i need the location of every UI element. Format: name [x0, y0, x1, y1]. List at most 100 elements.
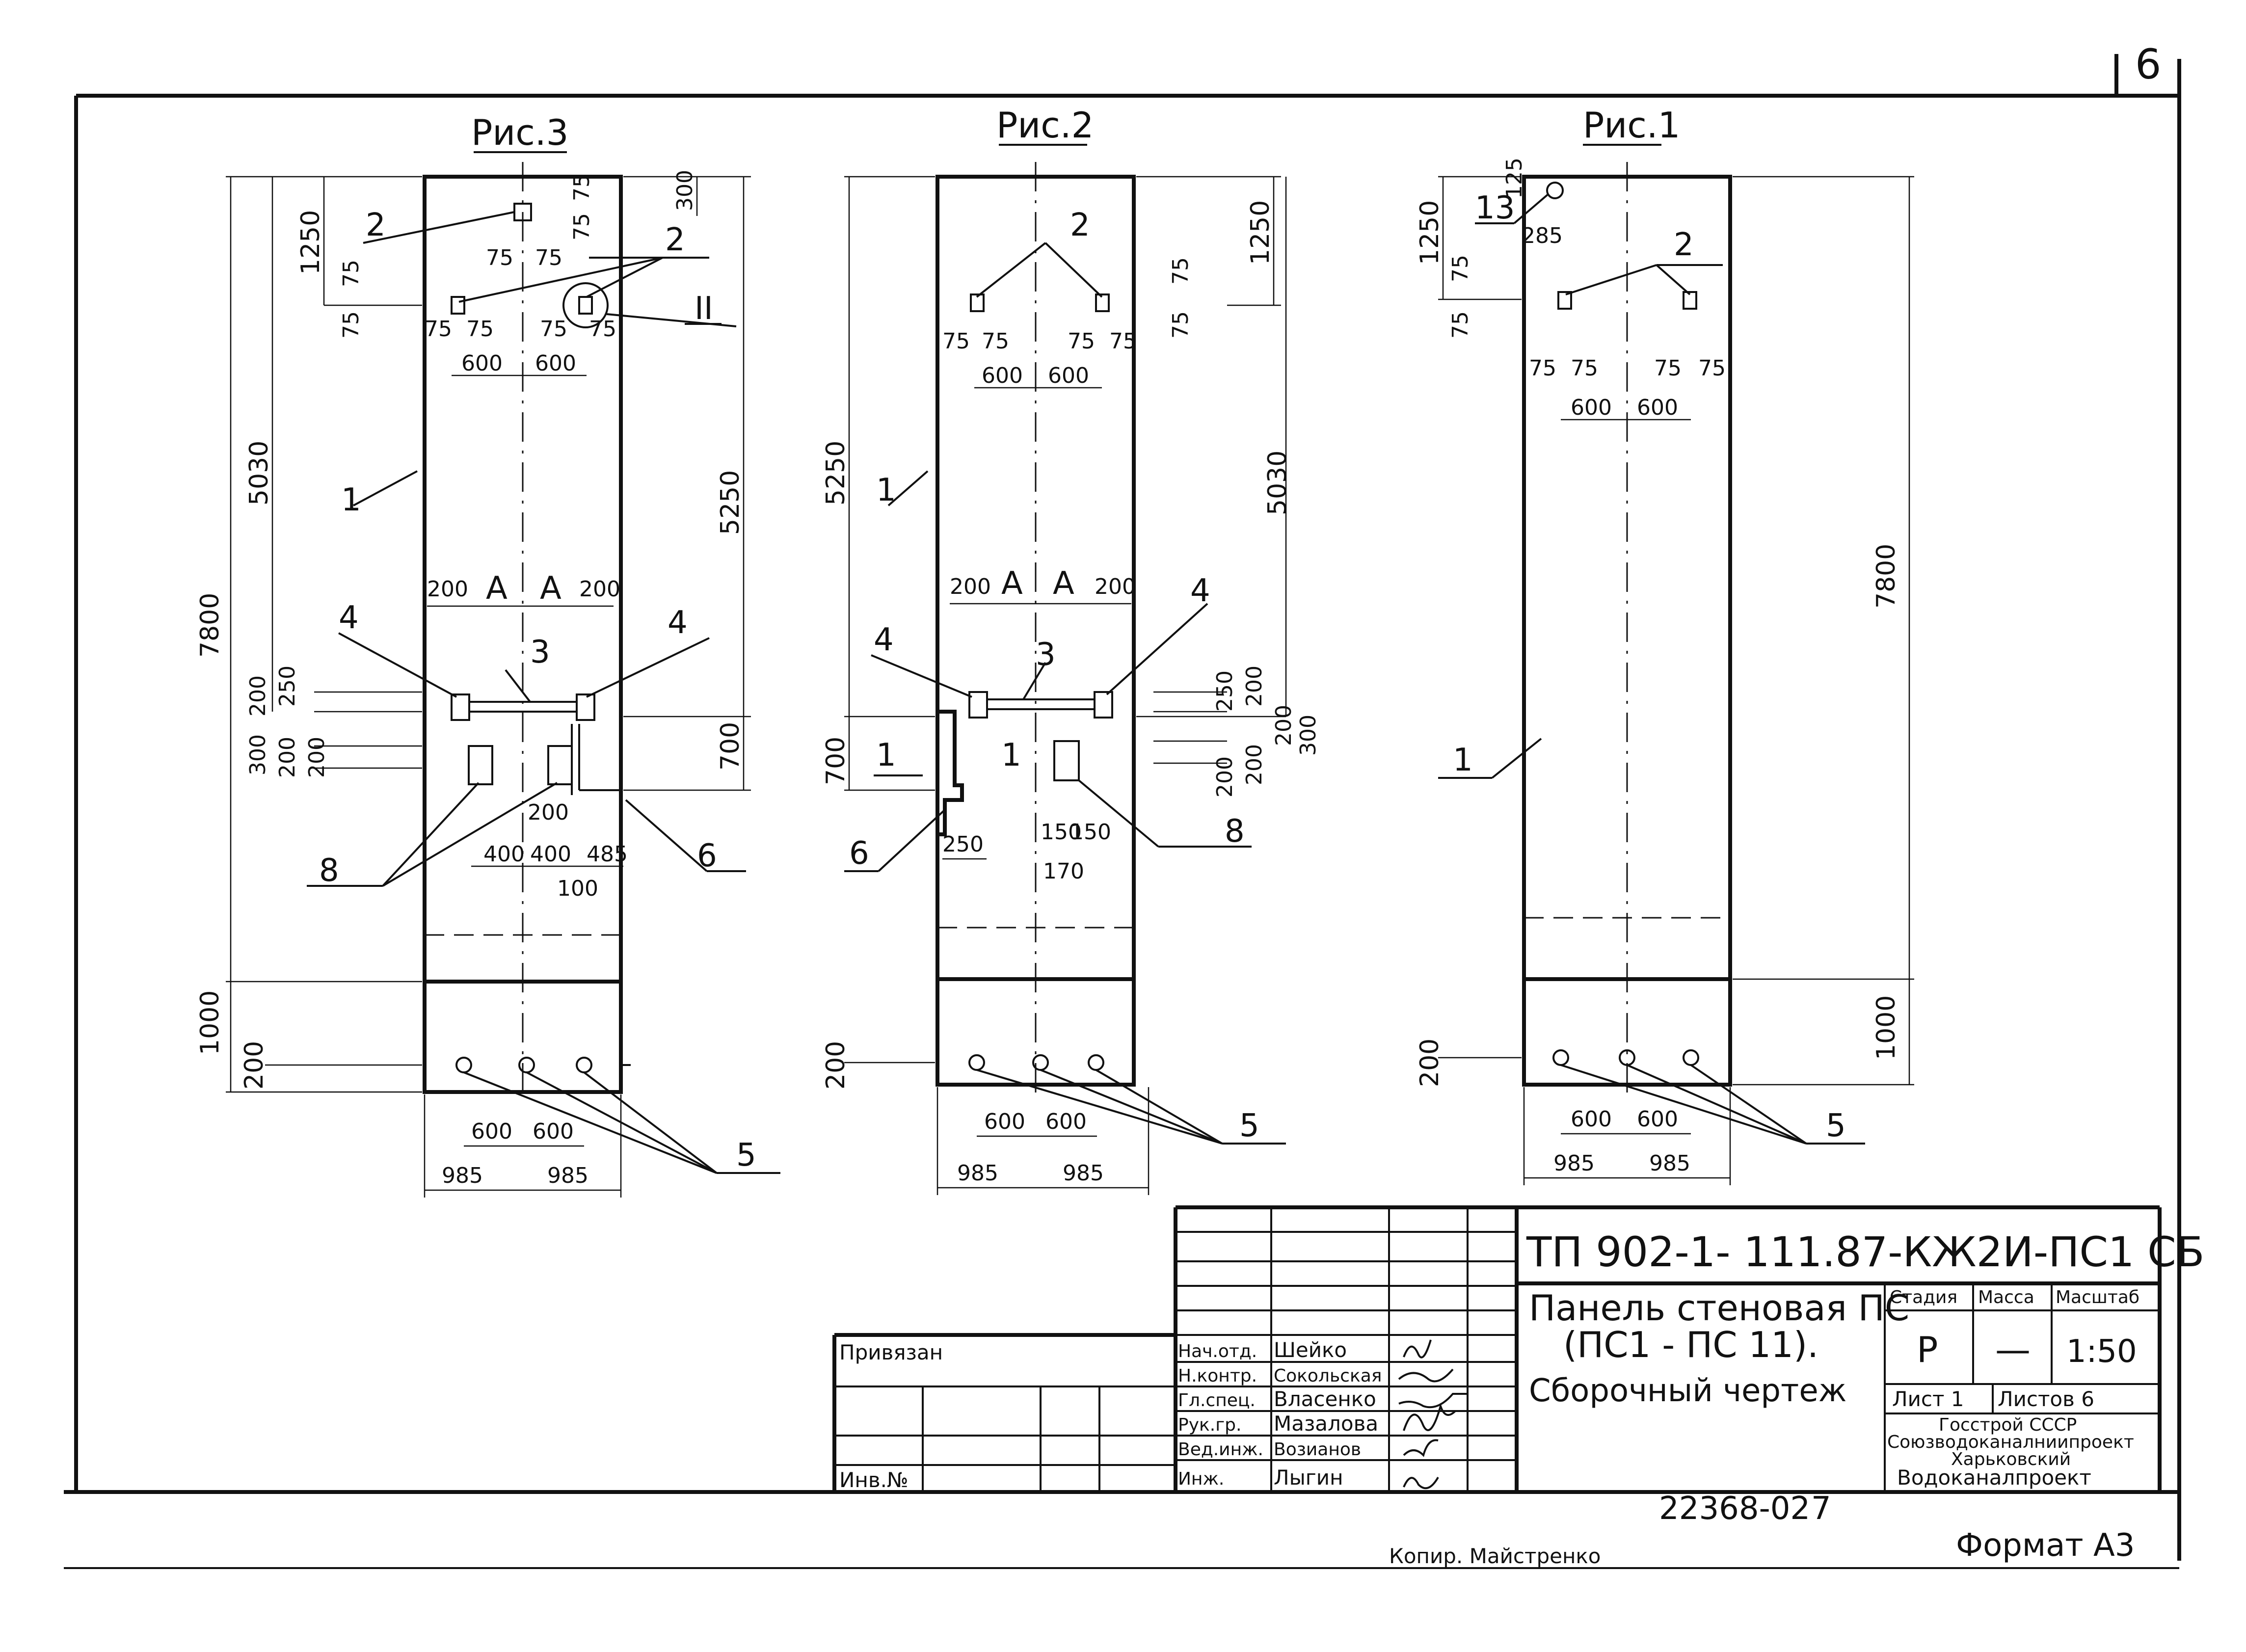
fig2-dim-600-b: 600 [1048, 363, 1089, 388]
stage-value: Р [1917, 1329, 1938, 1370]
fig3-label-2b: 2 [665, 222, 685, 258]
name-6: Лыгин [1274, 1465, 1343, 1490]
figure-2: Рис.2 5250 700 200 1 1 [821, 105, 1321, 1195]
fig2-dim-985-b: 985 [1063, 1161, 1104, 1186]
fig2-dim-300: 300 [1296, 715, 1321, 756]
fig3-dim-985-b: 985 [547, 1163, 588, 1188]
fig3-dim-1250: 1250 [296, 210, 325, 275]
fig3-dim-A-r: A [540, 570, 562, 607]
fig3-dim-5030: 5030 [244, 441, 274, 506]
fig1-dim-985-a: 985 [1553, 1151, 1595, 1176]
fig3-label-4b: 4 [668, 605, 688, 641]
fig3-dim-200-mid: 200 [528, 800, 569, 825]
fig2-dim-A-l: A [1001, 565, 1023, 602]
fig3-dim-75-d: 75 [569, 213, 594, 240]
fig3-dim-600-b: 600 [535, 351, 576, 376]
fig3-dim-75-a: 75 [339, 260, 364, 287]
name-1: Шейко [1274, 1338, 1347, 1362]
title-block: ТП 902-1- 111.87-КЖ2И-ПС1 СБ Панель стен… [832, 1205, 2204, 1492]
fig1-dim-125: 125 [1502, 158, 1527, 199]
sheet-value: Лист 1 [1892, 1387, 1964, 1411]
fig1-dim-75-a: 75 [1448, 255, 1473, 282]
fig1-dim-1250: 1250 [1415, 200, 1444, 265]
fig1-dim-985-b: 985 [1649, 1151, 1690, 1176]
fig3-label-4a: 4 [339, 600, 359, 636]
role-3: Гл.спец. [1178, 1390, 1256, 1411]
fig2-dim-75-d: 75 [982, 329, 1009, 354]
fig3-label-5: 5 [736, 1137, 756, 1173]
fig2-dim-200-l: 200 [950, 574, 991, 599]
fig3-label-8: 8 [319, 853, 339, 889]
fig1-title: Рис.1 [1583, 105, 1681, 146]
fig3-dim-200-l: 200 [427, 577, 468, 602]
scale-value: 1:50 [2066, 1333, 2137, 1370]
fig2-dim-5250: 5250 [821, 441, 851, 506]
org-line2: Союзводоканалниипроект [1887, 1432, 2134, 1452]
fig3-label-2a: 2 [366, 207, 386, 243]
fig3-dim-5250: 5250 [716, 470, 745, 535]
fig2-dim-200-bottom: 200 [821, 1041, 851, 1090]
fig1-dim-1000: 1000 [1872, 995, 1901, 1060]
fig1-dim-75-f: 75 [1698, 356, 1726, 381]
footer-page: 7 [1811, 1491, 1831, 1527]
fig3-dim-75-i: 75 [540, 317, 567, 342]
fig3-dim-200-c: 200 [304, 737, 329, 778]
fig3-dim-200-bottom: 200 [240, 1041, 269, 1090]
fig2-dim-200-d: 200 [1242, 744, 1267, 785]
fig1-label-13: 13 [1475, 190, 1515, 226]
fig3-dim-985-a: 985 [442, 1163, 483, 1188]
fig2-dim-A-r: A [1053, 565, 1074, 602]
org-line3: Харьковский [1951, 1449, 2071, 1469]
page-number: 6 [2135, 40, 2161, 88]
fig3-dim-75-e: 75 [486, 245, 513, 270]
sheets-value: Листов 6 [1998, 1387, 2094, 1411]
fig2-dim-75-b: 75 [1168, 311, 1193, 339]
footer-format: Формат А3 [1956, 1527, 2135, 1564]
fig1-dim-285: 285 [1522, 223, 1563, 248]
fig3-dim-75-h: 75 [466, 317, 494, 342]
fig2-label-6: 6 [849, 835, 869, 872]
name-3: Власенко [1274, 1387, 1376, 1411]
fig2-dim-150-a: 150 [1041, 820, 1082, 845]
org-line1: Госстрой СССР [1939, 1415, 2077, 1435]
fig1-dim-600-d: 600 [1637, 1107, 1678, 1132]
fig3-dim-600-c: 600 [471, 1119, 512, 1144]
fig1-label-5: 5 [1826, 1108, 1846, 1144]
scale-header: Масштаб [2056, 1287, 2139, 1307]
mass-value: — [1995, 1329, 2031, 1370]
fig3-dim-7800: 7800 [195, 593, 225, 658]
fig1-dim-75-d: 75 [1571, 356, 1598, 381]
fig2-section-1r: 1 [1001, 737, 1021, 773]
fig2-label-8: 8 [1225, 813, 1245, 850]
fig3-dim-485: 485 [587, 842, 628, 867]
fig3-dim-250: 250 [275, 666, 300, 707]
fig1-dim-7800: 7800 [1872, 544, 1901, 609]
name-4: Мазалова [1274, 1412, 1378, 1436]
fig3-dim-1000: 1000 [195, 990, 225, 1055]
role-1: Нач.отд. [1178, 1341, 1257, 1361]
fig3-dim-200-b: 200 [275, 737, 300, 778]
fig2-dim-600-c: 600 [984, 1109, 1025, 1134]
role-4: Рук.гр. [1178, 1415, 1241, 1435]
fig3-dim-400-a: 400 [483, 842, 525, 867]
fig2-label-4b: 4 [1190, 573, 1210, 609]
fig2-section-1l: 1 [876, 737, 896, 773]
fig2-dim-75-a: 75 [1168, 257, 1193, 285]
fig2-dim-5030: 5030 [1263, 451, 1292, 515]
name-5: Возианов [1274, 1439, 1361, 1460]
fig2-label-3: 3 [1036, 637, 1056, 673]
fig1-dim-75-b: 75 [1448, 311, 1473, 339]
bound-label: Привязан [839, 1340, 943, 1364]
fig3-label-3: 3 [530, 634, 550, 670]
doc-name-line2: (ПС1 - ПС 11). [1563, 1324, 1818, 1365]
fig3-dim-600-d: 600 [533, 1119, 574, 1144]
fig3-callout-II: II [695, 291, 713, 327]
fig1-dim-600-c: 600 [1571, 1107, 1612, 1132]
fig1-dim-600-b: 600 [1637, 395, 1678, 420]
stage-header: Стадия [1890, 1287, 1957, 1307]
fig3-dim-300: 300 [245, 734, 270, 775]
fig3-dim-700: 700 [716, 722, 745, 771]
role-6: Инж. [1178, 1469, 1224, 1489]
doc-code: ТП 902-1- 111.87-КЖ2И-ПС1 СБ [1526, 1228, 2204, 1276]
